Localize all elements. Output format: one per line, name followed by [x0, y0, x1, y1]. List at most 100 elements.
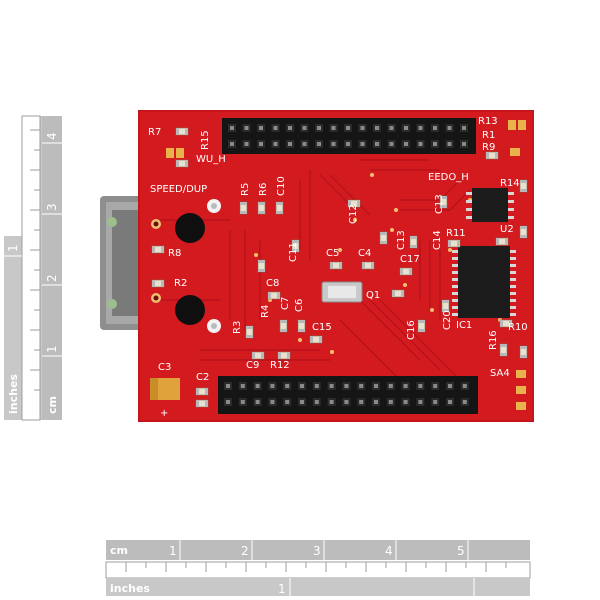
- header-pin-tip: [302, 126, 307, 130]
- label-r15: R15: [200, 130, 211, 150]
- header-pin-tip: [226, 384, 230, 388]
- ic-pin: [452, 250, 458, 253]
- header-pin-tip: [314, 400, 319, 404]
- smd-terminal: [442, 300, 449, 303]
- smd-terminal: [380, 241, 387, 244]
- header-pin-tip: [359, 400, 364, 404]
- label-c5: C5: [326, 248, 339, 259]
- u2-chip: [466, 188, 514, 222]
- smd-terminal: [276, 211, 283, 214]
- top-pin-header: [222, 118, 476, 154]
- header-pin-tip: [389, 142, 394, 146]
- smd-terminal: [380, 232, 387, 235]
- smd-terminal: [205, 400, 208, 407]
- smd-terminal: [161, 246, 164, 253]
- header-pin-tip: [433, 400, 438, 404]
- header-pin-tip: [403, 400, 408, 404]
- label-r13: R13: [478, 116, 498, 127]
- label-r12: R12: [270, 360, 290, 371]
- label-r8: R8: [168, 248, 181, 259]
- bottom-ruler: cm 1 2 3 4 5 inches 1: [105, 540, 531, 596]
- bottom-pin-header: [218, 376, 478, 414]
- smd-terminal: [152, 280, 155, 287]
- smd-terminal: [357, 200, 360, 207]
- header-pin-tip: [317, 126, 321, 130]
- header-pin-tip: [331, 142, 336, 146]
- label-r11: R11: [446, 228, 466, 239]
- smd-terminal: [392, 290, 395, 297]
- smd-terminal: [185, 128, 188, 135]
- smd-terminal: [319, 336, 322, 343]
- ic-pin: [510, 257, 516, 260]
- ic-pin: [452, 271, 458, 274]
- header-pin-tip: [259, 142, 263, 146]
- ic-pin: [510, 250, 516, 253]
- label-c2: C2: [196, 372, 209, 383]
- smd-terminal: [280, 320, 287, 323]
- label-r7: R7: [148, 127, 161, 138]
- ic-pin: [452, 264, 458, 267]
- header-pin-tip: [240, 384, 245, 388]
- label-c15: C15: [312, 322, 332, 333]
- smd-terminal: [457, 240, 460, 247]
- edge-pads: [166, 120, 526, 410]
- smd-terminal: [277, 292, 280, 299]
- ic-pin: [510, 278, 516, 281]
- label-c11: C11: [288, 242, 299, 262]
- smd-terminal: [440, 196, 447, 199]
- smd-terminal: [330, 262, 333, 269]
- smd-terminal: [196, 388, 199, 395]
- smd-terminal: [280, 329, 287, 332]
- ic-pin: [510, 292, 516, 295]
- header-pin-tip: [230, 126, 234, 130]
- smd-terminal: [185, 160, 188, 167]
- header-pin-tip: [314, 384, 319, 388]
- smd-terminal: [500, 344, 507, 347]
- smd-terminal: [292, 240, 299, 243]
- smd-terminal: [520, 235, 527, 238]
- header-pin-tip: [418, 142, 423, 146]
- header-pin-tip: [403, 384, 408, 388]
- ic-pin: [510, 306, 516, 309]
- smd-terminal: [348, 200, 351, 207]
- label-c8: C8: [266, 278, 279, 289]
- header-pin-tip: [433, 126, 437, 130]
- ic-pin: [452, 299, 458, 302]
- bottom-ruler-cm-tick-2: 2: [241, 544, 249, 558]
- label-c13: C13: [434, 194, 445, 214]
- ic-pin: [510, 264, 516, 267]
- smd-terminal: [520, 180, 527, 183]
- header-pin-tip: [273, 142, 278, 146]
- left-ruler-inch-tick-1: 1: [6, 244, 20, 252]
- header-pin-tip: [329, 400, 334, 404]
- smd-terminal: [196, 400, 199, 407]
- header-pin-tip: [255, 400, 260, 404]
- smd-terminal: [410, 245, 417, 248]
- smd-terminal: [310, 336, 313, 343]
- header-pin-tip: [418, 384, 423, 388]
- label-speed-dup: SPEED/DUP: [150, 184, 207, 195]
- header-pin-tip: [270, 384, 275, 388]
- header-pin-tip: [285, 384, 290, 388]
- header-pin-tip: [462, 400, 467, 404]
- ic-pin: [452, 292, 458, 295]
- smd-terminal: [246, 326, 253, 329]
- smd-terminal: [486, 152, 489, 159]
- header-pin-tip: [462, 126, 466, 130]
- label-c4: C4: [358, 248, 371, 259]
- label-c3: C3: [158, 362, 171, 373]
- left-ruler-cm-tick-4: 4: [45, 132, 59, 140]
- label-sa4: SA4: [490, 368, 510, 379]
- smd-terminal: [287, 352, 290, 359]
- smd-terminal: [495, 152, 498, 159]
- header-pin-tip: [300, 400, 304, 404]
- label-r4: R4: [260, 305, 271, 318]
- label-r6: R6: [258, 183, 269, 196]
- header-pin-tip: [388, 384, 393, 388]
- header-pin-tip: [346, 142, 350, 146]
- ic-pin: [452, 285, 458, 288]
- label-r14: R14: [500, 178, 520, 189]
- label-plus: +: [160, 408, 168, 419]
- smd-terminal: [278, 352, 281, 359]
- ic1-chip: [452, 246, 516, 318]
